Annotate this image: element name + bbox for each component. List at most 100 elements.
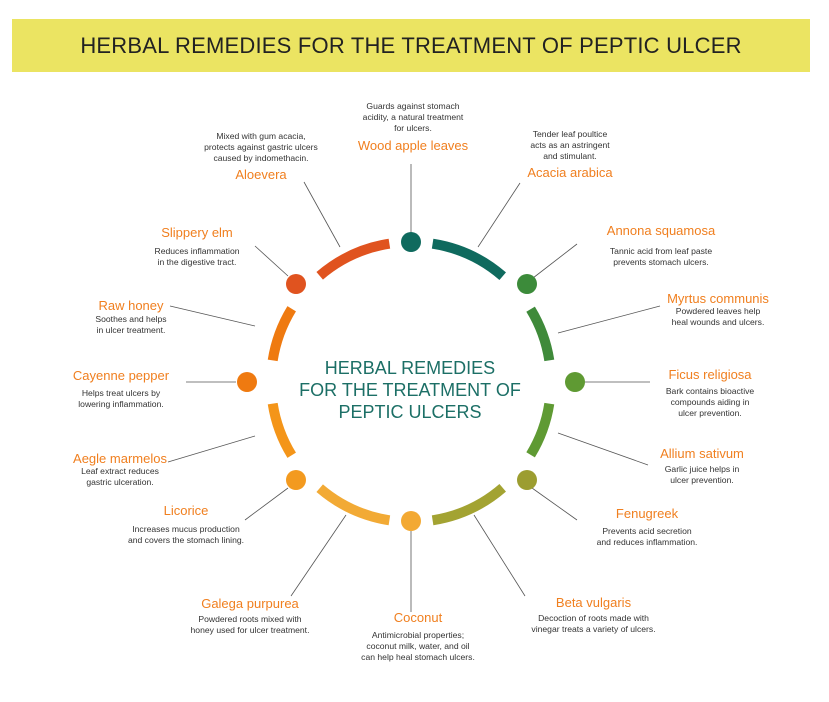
- remedy-name: Galega purpurea: [201, 596, 299, 611]
- ring-node: [286, 470, 306, 490]
- remedy-desc-line: Bark contains bioactive: [665, 386, 755, 396]
- leader-line: [557, 305, 661, 334]
- remedy-label-wood-apple-leaves: Guards against stomach acidity, a natura…: [318, 101, 508, 153]
- remedy-desc-line: and reduces inflammation.: [596, 537, 698, 547]
- remedy-name: Slippery elm: [161, 225, 233, 240]
- remedy-desc-line: can help heal stomach ulcers.: [361, 652, 475, 662]
- remedy-desc-line: Guards against stomach: [366, 101, 460, 111]
- ring-node: [286, 274, 306, 294]
- remedy-desc-line: Soothes and helps: [95, 314, 167, 324]
- remedy-label-myrtus-communis: Myrtus communis Powdered leaves help hea…: [638, 291, 798, 328]
- remedy-desc-line: Increases mucus production: [132, 524, 240, 534]
- title-banner: HERBAL REMEDIES FOR THE TREATMENT OF PEP…: [12, 19, 810, 72]
- remedy-desc-line: Helps treat ulcers by: [81, 388, 161, 398]
- remedy-name: Acacia arabica: [527, 165, 613, 180]
- remedy-label-coconut: Coconut Antimicrobial properties; coconu…: [338, 610, 498, 663]
- remedy-desc-line: Leaf extract reduces: [81, 466, 159, 476]
- remedy-desc-line: Tender leaf poultice: [532, 129, 608, 139]
- remedy-name: Aloevera: [235, 167, 287, 182]
- remedy-desc-line: vinegar treats a variety of ulcers.: [531, 624, 656, 634]
- remedy-desc-line: acts as an astringent: [530, 140, 610, 150]
- remedy-name: Allium sativum: [660, 446, 744, 461]
- ring-arc-segment: [526, 402, 555, 458]
- remedy-label-annona-squamosa: Annona squamosa Tannic acid from leaf pa…: [576, 223, 746, 268]
- remedy-desc-line: for ulcers.: [394, 123, 432, 133]
- remedy-name: Beta vulgaris: [555, 595, 632, 610]
- remedy-name: Myrtus communis: [667, 291, 769, 306]
- ring-arc-segment: [526, 306, 555, 362]
- remedy-desc-line: in ulcer treatment.: [96, 325, 166, 335]
- ring-arc-segment: [316, 484, 391, 526]
- remedy-label-allium-sativum: Allium sativum Garlic juice helps in ulc…: [632, 446, 772, 486]
- remedy-desc-line: prevents stomach ulcers.: [613, 257, 709, 267]
- page-title: HERBAL REMEDIES FOR THE TREATMENT OF PEP…: [80, 32, 742, 58]
- leader-line: [290, 514, 347, 597]
- ring-arc-segment: [267, 306, 297, 362]
- ring-node: [401, 511, 421, 531]
- remedy-desc-line: protects against gastric ulcers: [204, 142, 318, 152]
- remedy-label-aloevera: Mixed with gum acacia, protects against …: [181, 131, 341, 182]
- ring-arc-segment: [316, 238, 391, 280]
- leader-line: [557, 432, 649, 466]
- remedy-desc-line: in the digestive tract.: [157, 257, 237, 267]
- ring-node: [517, 470, 537, 490]
- leader-line: [473, 514, 526, 597]
- remedy-label-slippery-elm: Slippery elm Reduces inflammation in the…: [132, 225, 262, 268]
- remedy-desc-line: honey used for ulcer treatment.: [190, 625, 310, 635]
- remedy-desc-line: Powdered leaves help: [675, 306, 761, 316]
- remedy-name: Raw honey: [98, 298, 164, 313]
- remedy-label-cayenne-pepper: Cayenne pepper Helps treat ulcers by low…: [56, 368, 186, 410]
- remedy-name: Wood apple leaves: [357, 138, 469, 153]
- leader-line: [167, 435, 256, 463]
- remedy-desc-line: lowering inflammation.: [78, 399, 164, 409]
- center-title: HERBAL REMEDIES FOR THE TREATMENT OF PEP…: [260, 357, 560, 423]
- remedy-name: Cayenne pepper: [72, 368, 170, 383]
- remedy-desc-line: Antimicrobial properties;: [371, 630, 465, 640]
- remedy-label-fenugreek: Fenugreek Prevents acid secretion and re…: [572, 506, 722, 548]
- center-title-line-3: PEPTIC ULCERS: [338, 402, 482, 422]
- leader-line: [303, 181, 341, 248]
- remedy-name: Coconut: [393, 610, 443, 625]
- ring-arc-segment: [431, 238, 506, 281]
- ring-node: [517, 274, 537, 294]
- remedy-name: Ficus religiosa: [668, 367, 752, 382]
- remedy-name: Annona squamosa: [606, 223, 716, 238]
- remedy-label-raw-honey: Raw honey Soothes and helps in ulcer tre…: [66, 298, 196, 336]
- remedy-label-ficus-religiosa: Ficus religiosa Bark contains bioactive …: [640, 367, 780, 419]
- remedy-desc-line: Prevents acid secretion: [602, 526, 692, 536]
- leader-line: [244, 487, 289, 521]
- remedy-desc-line: ulcer prevention.: [678, 408, 742, 418]
- remedy-desc-line: Reduces inflammation: [154, 246, 240, 256]
- remedy-desc-line: and stimulant.: [543, 151, 597, 161]
- remedy-label-licorice: Licorice Increases mucus production and …: [111, 503, 261, 546]
- remedy-label-aegle-marmelos: Aegle marmelos Leaf extract reduces gast…: [60, 451, 180, 488]
- leader-line: [169, 305, 256, 327]
- remedy-desc-line: compounds aiding in: [670, 397, 750, 407]
- center-title-line-1: HERBAL REMEDIES: [324, 358, 496, 378]
- remedy-label-beta-vulgaris: Beta vulgaris Decoction of roots made wi…: [506, 595, 681, 635]
- remedy-desc-line: Garlic juice helps in: [664, 464, 740, 474]
- leader-line: [531, 487, 578, 521]
- leader-line: [532, 243, 578, 279]
- remedy-desc-line: coconut milk, water, and oil: [366, 641, 470, 651]
- remedy-desc-line: acidity, a natural treatment: [362, 112, 464, 122]
- remedy-label-galega-purpurea: Galega purpurea Powdered roots mixed wit…: [170, 596, 330, 636]
- ring-node: [401, 232, 421, 252]
- remedy-label-acacia-arabica: Tender leaf poultice acts as an astringe…: [510, 129, 630, 180]
- remedy-desc-line: heal wounds and ulcers.: [671, 317, 765, 327]
- remedy-name: Aegle marmelos: [73, 451, 167, 466]
- center-title-line-2: FOR THE TREATMENT OF: [299, 380, 521, 400]
- remedy-desc-line: Powdered roots mixed with: [198, 614, 302, 624]
- remedy-desc-line: ulcer prevention.: [670, 475, 734, 485]
- remedy-desc-line: Tannic acid from leaf paste: [609, 246, 713, 256]
- leader-line: [477, 182, 521, 248]
- remedy-desc-line: and covers the stomach lining.: [127, 535, 245, 545]
- remedy-name: Fenugreek: [615, 506, 679, 521]
- ring-arc-segment: [431, 483, 506, 526]
- remedy-desc-line: Decoction of roots made with: [538, 613, 649, 623]
- ring-node: [565, 372, 585, 392]
- ring-node: [237, 372, 257, 392]
- ring-arc-segment: [267, 402, 297, 458]
- remedy-desc-line: caused by indomethacin.: [213, 153, 309, 163]
